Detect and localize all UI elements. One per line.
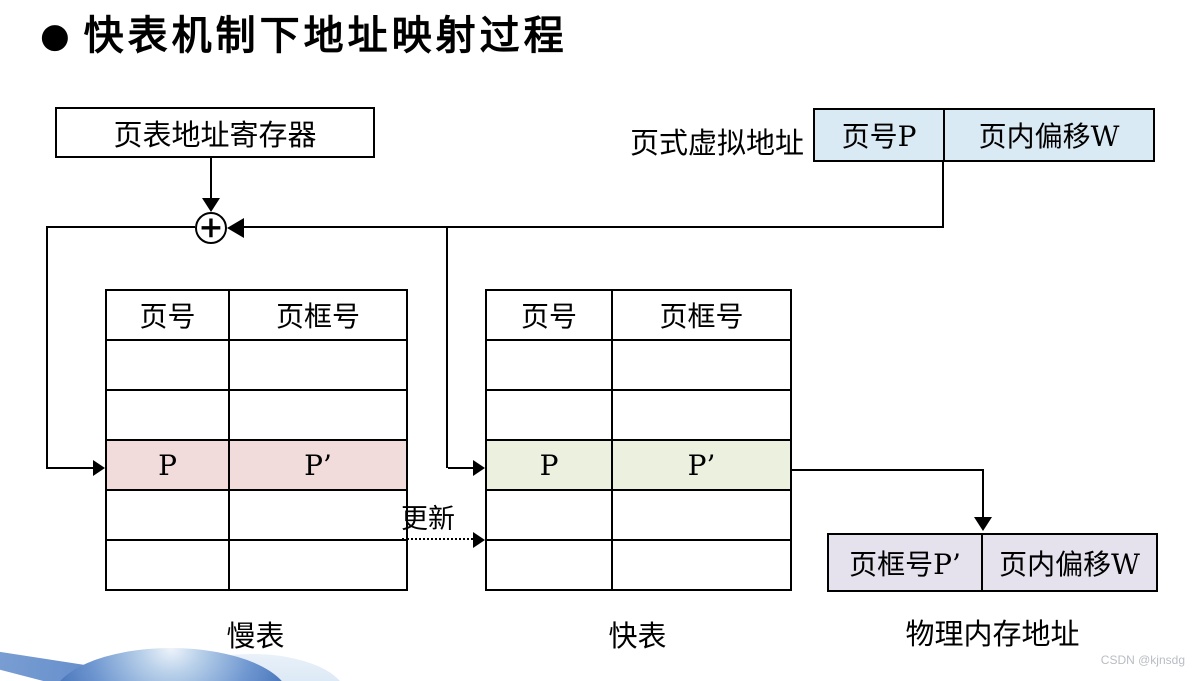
- match-page-cell: P: [105, 439, 230, 491]
- virtual-address-label: 页式虚拟地址: [629, 126, 804, 160]
- adder-plus-icon: +: [195, 212, 227, 244]
- connector-mid-drop: [446, 226, 448, 468]
- update-dotted-connector: [402, 538, 473, 540]
- table-row: [105, 389, 408, 441]
- page-table-register-box: 页表地址寄存器: [55, 107, 375, 158]
- connector-fast-out: [790, 469, 984, 471]
- connector-adder-right: [244, 226, 944, 228]
- arrowhead-right-icon: [473, 532, 485, 548]
- update-label: 更新: [401, 504, 455, 535]
- table-row: [105, 489, 408, 541]
- frame-col-header: 页框号: [611, 289, 792, 341]
- fast-table-caption: 快表: [608, 619, 667, 653]
- match-frame-cell: P’: [228, 439, 408, 491]
- table-row: [105, 339, 408, 391]
- connector-virtual-drop: [942, 162, 944, 228]
- connector-into-slow-table: [46, 467, 93, 469]
- arrowhead-right-icon: [473, 460, 485, 476]
- slow-table-caption: 慢表: [226, 619, 285, 653]
- page-title-text: 快表机制下地址映射过程: [83, 12, 568, 59]
- virtual-address-box: 页号P 页内偏移W: [813, 108, 1155, 162]
- fast-table-match-row: P P’: [485, 439, 792, 491]
- connector-register-to-adder: [210, 158, 212, 199]
- physical-address-caption: 物理内存地址: [905, 617, 1080, 651]
- decoration-swoosh: [0, 634, 345, 681]
- table-header-row: 页号 页框号: [105, 289, 408, 341]
- arrowhead-left-icon: [227, 218, 244, 238]
- fast-table: 页号 页框号 P P’: [485, 289, 792, 591]
- table-row: [485, 339, 792, 391]
- arrowhead-down-icon: [202, 198, 220, 212]
- page-title: ● 快表机制下地址映射过程: [40, 12, 568, 60]
- watermark-text: CSDN @kjnsdg: [1100, 653, 1185, 667]
- table-row: [485, 489, 792, 541]
- slow-table: 页号 页框号 P P’: [105, 289, 408, 591]
- page-col-header: 页号: [105, 289, 230, 341]
- table-row: [485, 539, 792, 591]
- connector-physical-drop: [982, 469, 984, 517]
- match-page-cell: P: [485, 439, 613, 491]
- connector-adder-left: [46, 226, 195, 228]
- slow-table-match-row: P P’: [105, 439, 408, 491]
- table-row: [105, 539, 408, 591]
- connector-into-fast-table: [448, 467, 473, 469]
- physical-address-box: 页框号P’ 页内偏移W: [827, 533, 1158, 592]
- arrowhead-down-icon: [974, 517, 992, 531]
- virtual-page-number-cell: 页号P: [815, 110, 945, 160]
- page-col-header: 页号: [485, 289, 613, 341]
- physical-frame-cell: 页框号P’: [829, 535, 983, 590]
- table-header-row: 页号 页框号: [485, 289, 792, 341]
- arrowhead-right-icon: [93, 460, 105, 476]
- table-row: [485, 389, 792, 441]
- physical-offset-cell: 页内偏移W: [999, 547, 1140, 581]
- match-frame-cell: P’: [611, 439, 792, 491]
- virtual-offset-cell: 页内偏移W: [978, 120, 1120, 153]
- connector-left-drop: [46, 226, 48, 469]
- swoosh-dome: [52, 648, 290, 681]
- frame-col-header: 页框号: [228, 289, 408, 341]
- bullet-icon: ●: [40, 16, 70, 56]
